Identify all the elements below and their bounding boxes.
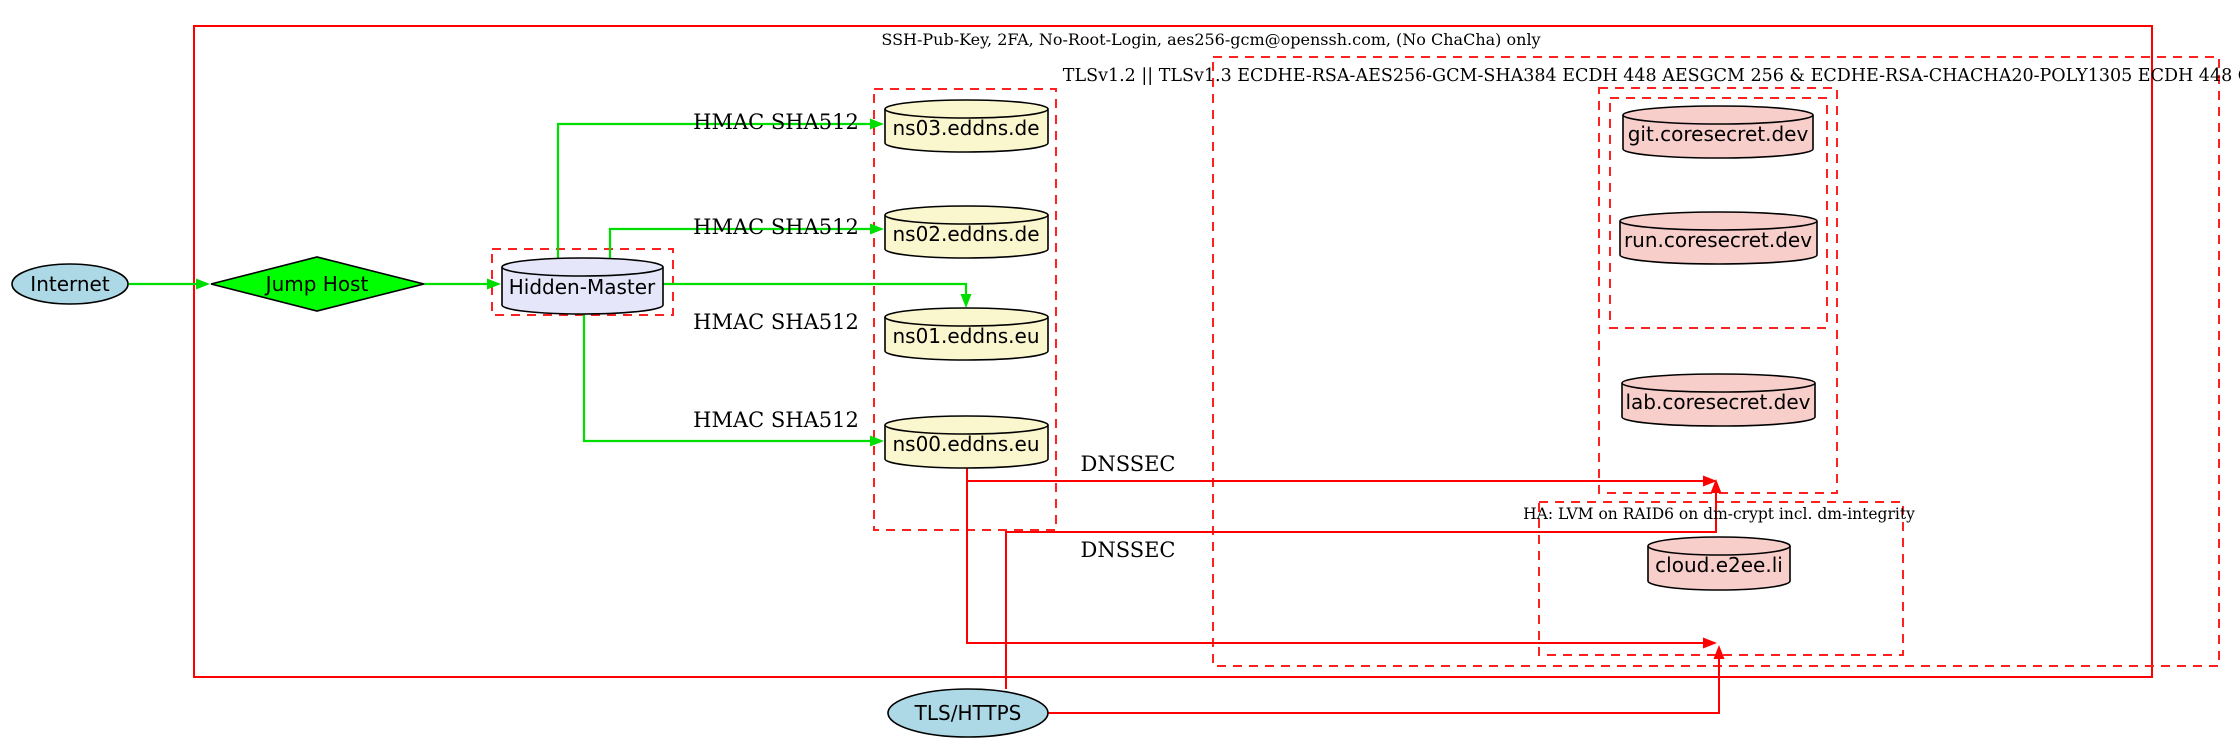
edge-label-hmac-1: HMAC SHA512 [693,110,859,134]
run-cylinder [1619,211,1818,265]
lab-label: lab.coresecret.dev [1625,390,1811,414]
ns00-cylinder [884,415,1049,469]
lab-cylinder [1621,373,1816,427]
edge-hiddenmaster-ns02 [608,223,884,263]
internet-ellipse [11,263,129,305]
cluster-ssh-box [193,25,2153,678]
cluster-hidden-master-box [491,248,674,316]
cluster-dns-box [873,88,1057,531]
edge-hiddenmaster-ns03 [556,118,884,263]
cluster-tls-box [1212,56,2220,667]
git-cylinder [1622,105,1814,159]
edge-label-dnssec-2: DNSSEC [1080,538,1176,562]
edge-label-hmac-3: HMAC SHA512 [693,310,859,334]
edge-jumphost-hiddenmaster [424,278,501,290]
edge-label-hmac-4: HMAC SHA512 [693,408,859,432]
hidden-master-cylinder [501,257,664,315]
hidden-master-label: Hidden-Master [508,275,656,299]
ns01-cylinder [884,307,1049,361]
arrowhead-down [960,294,972,308]
cluster-ssh-label: SSH-Pub-Key, 2FA, No-Root-Login, aes256-… [881,30,1541,49]
ns03-label: ns03.eddns.de [892,116,1040,140]
cloud-cylinder [1647,536,1791,591]
arrowhead-up [1710,479,1722,493]
edge-hiddenmaster-ns01 [663,282,972,308]
ns02-label: ns02.eddns.de [892,222,1040,246]
edge-internet-jumphost [128,278,210,290]
arrowhead-right [1703,475,1717,487]
arrowhead-right [870,118,884,130]
cluster-tls-label: TLSv1.2 || TLSv1.3 ECDHE-RSA-AES256-GCM-… [1062,66,2240,86]
edge-hiddenmaster-ns00 [582,307,884,447]
ns01-label: ns01.eddns.eu [892,324,1040,348]
jump-host-diamond [210,256,425,312]
edge-dnssec-ha [966,481,1717,649]
edge-label-hmac-2: HMAC SHA512 [693,215,859,239]
cluster-ha-box [1538,501,1904,656]
tls-https-ellipse [887,688,1049,738]
jump-host-label: Jump Host [265,272,369,296]
ns00-label: ns00.eddns.eu [892,432,1040,456]
ns02-cylinder [884,205,1049,259]
arrowhead-right [870,223,884,235]
arrowhead-up [1713,645,1725,659]
edge-tlshttps-ha [1048,645,1725,714]
cloud-label: cloud.e2ee.li [1655,553,1783,577]
tls-https-label: TLS/HTTPS [914,701,1022,725]
arrowhead-right [1703,637,1717,649]
git-label: git.coresecret.dev [1627,122,1809,146]
cluster-ha-label: HA: LVM on RAID6 on dm-crypt incl. dm-in… [1523,505,1915,523]
arrowhead-right [487,278,501,290]
run-label: run.coresecret.dev [1623,228,1813,252]
arrowhead-right [196,278,210,290]
internet-label: Internet [30,272,110,296]
cluster-coresecret-box [1598,87,1838,494]
edge-tlshttps-coresecret [1005,479,1722,689]
arrowhead-right [870,435,884,447]
edge-label-dnssec-1: DNSSEC [1080,452,1176,476]
ns03-cylinder [884,99,1049,153]
